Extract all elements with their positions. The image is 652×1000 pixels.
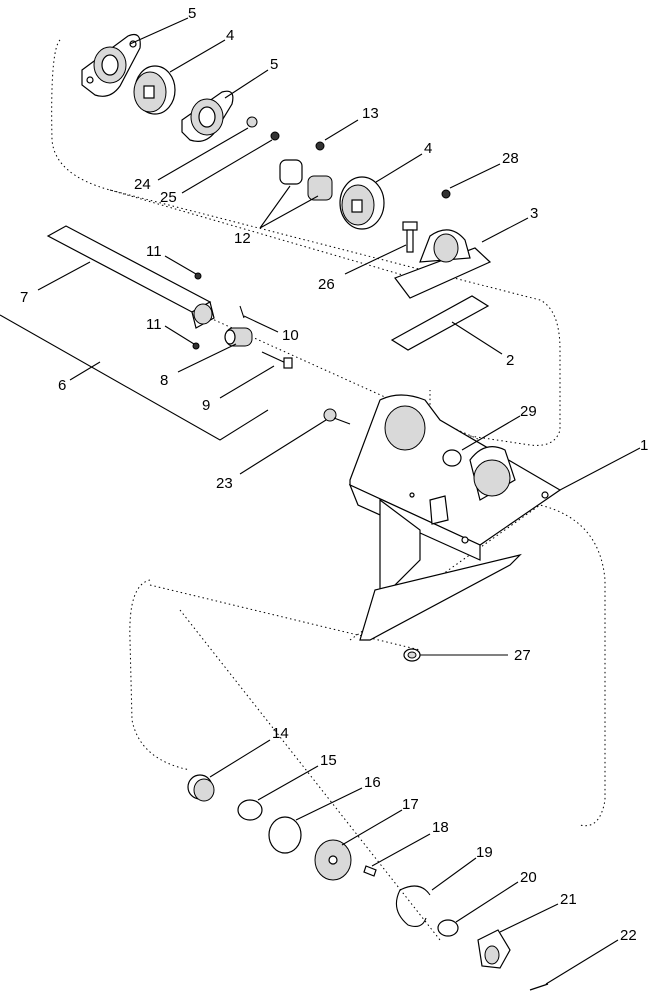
disc-17 [314, 839, 352, 881]
callout-22: 22 [620, 927, 637, 944]
leader-28 [449, 163, 501, 189]
callout-21: 21 [560, 891, 577, 908]
pin-11-upper [194, 272, 202, 280]
callout-7: 7 [20, 289, 28, 306]
nut-25 [270, 131, 280, 141]
callout-14: 14 [272, 725, 289, 742]
leader-13 [324, 119, 359, 141]
leader-10 [243, 315, 279, 333]
leader-6 [69, 361, 101, 381]
leader-9 [219, 365, 275, 399]
callout-23: 23 [216, 475, 233, 492]
leader-29 [461, 415, 521, 451]
callout-29: 29 [520, 403, 537, 420]
leader-1 [559, 447, 641, 491]
oring-20 [437, 919, 459, 937]
pin-10 [239, 305, 245, 319]
callout-13: 13 [362, 105, 379, 122]
plate-2 [390, 295, 490, 351]
ring-15 [237, 799, 263, 821]
leader-4a [169, 39, 226, 73]
callout-17: 17 [402, 796, 419, 813]
main-frame-1 [348, 394, 562, 641]
callout-12: 12 [234, 230, 251, 247]
leader-11b [164, 325, 195, 345]
bearing-lower [339, 176, 385, 230]
callout-19: 19 [476, 844, 493, 861]
leader-22 [545, 939, 619, 985]
callout-15: 15 [320, 752, 337, 769]
snap-ring-19 [395, 885, 431, 927]
callout-11b: 11 [146, 316, 162, 333]
shaft-7 [46, 225, 215, 329]
leader-19 [431, 857, 477, 891]
callout-1: 1 [640, 437, 648, 454]
leader-2 [451, 321, 503, 355]
leader-25 [181, 139, 273, 194]
bushing-14 [187, 774, 215, 802]
callout-24: 24 [134, 176, 151, 193]
leader-26 [344, 244, 407, 275]
leader-18 [371, 833, 431, 867]
bolt-23 [323, 408, 351, 425]
leader-5a [129, 17, 189, 45]
callout-5a: 5 [188, 5, 196, 22]
leader-4b [375, 153, 423, 183]
callout-26: 26 [318, 276, 335, 293]
leader-17 [341, 809, 403, 846]
alignment-line-lower [149, 584, 441, 941]
screw-22 [529, 983, 549, 991]
leader-20 [455, 881, 519, 923]
pillow-block-3 [394, 229, 492, 299]
leader-23 [239, 419, 327, 475]
callout-4a: 4 [226, 27, 234, 44]
grease-fitting-28 [441, 189, 451, 199]
callout-10: 10 [282, 327, 299, 344]
pin-11-lower [192, 342, 200, 350]
callout-9: 9 [202, 397, 210, 414]
leader-3 [481, 217, 529, 243]
setscrew-13 [315, 141, 325, 151]
flange-upper [81, 33, 141, 97]
nut-27 [403, 648, 421, 662]
callout-8: 8 [160, 372, 168, 389]
leader-8 [177, 343, 237, 373]
leader-15 [257, 765, 319, 801]
bolt-9 [261, 351, 293, 369]
callout-5b: 5 [270, 56, 278, 73]
leader-24 [157, 127, 249, 181]
leader-21 [499, 903, 559, 933]
callout-28: 28 [502, 150, 519, 167]
assembly-outline-upper [51, 39, 561, 446]
leader-5b [224, 69, 269, 99]
callout-18: 18 [432, 819, 449, 836]
leader-11a [164, 255, 197, 275]
bolt-26 [402, 221, 418, 253]
oring-29 [442, 449, 462, 467]
bearing-upper [133, 65, 176, 115]
callout-27: 27 [514, 647, 531, 664]
leader-7 [37, 261, 91, 291]
group-line-6 [0, 314, 269, 441]
callout-6: 6 [58, 377, 66, 394]
screw-18 [363, 865, 377, 877]
callout-11a: 11 [146, 243, 162, 260]
callout-2: 2 [506, 352, 514, 369]
leader-14 [209, 739, 271, 778]
spacer-8 [224, 327, 253, 347]
nut-24 [246, 116, 258, 128]
callout-4b: 4 [424, 140, 432, 157]
flange-lower [181, 90, 234, 142]
leader-16 [295, 787, 363, 821]
callout-20: 20 [520, 869, 537, 886]
leader-12 [259, 185, 319, 229]
collars-12 [279, 159, 333, 201]
callout-16: 16 [364, 774, 381, 791]
callout-3: 3 [530, 205, 538, 222]
callout-25: 25 [160, 189, 177, 206]
housing-21 [477, 929, 511, 969]
oring-16 [268, 816, 302, 854]
